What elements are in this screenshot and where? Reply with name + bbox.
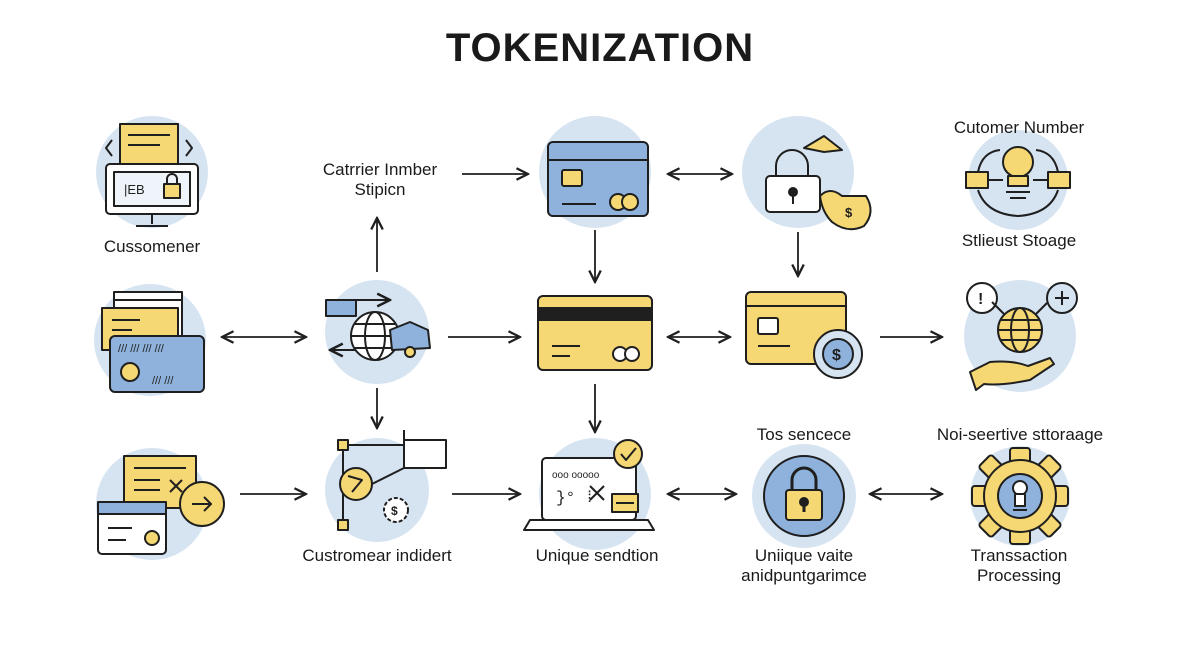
blue-credit-card-icon (539, 116, 651, 228)
label-transaction-line1: Transsaction (970, 546, 1068, 565)
label-unique-value-line2: anidpuntgarimce (741, 566, 867, 585)
label-transaction-processing: Transsaction Processing (934, 546, 1104, 586)
label-non-sensitive-storage: Noi-seertive sttoraage (936, 425, 1104, 444)
label-customer: Cussomener (103, 237, 201, 256)
label-customer-number: Cutomer Number (953, 118, 1085, 137)
svg-text:$: $ (391, 504, 398, 518)
lock-exchange-icon: $ (742, 116, 872, 231)
label-unique-value: Uniique vaite anidpuntgarimce (712, 546, 896, 586)
label-carrier-line2: Stipicn (354, 180, 406, 199)
svg-text:ooo ooooo: ooo ooooo (552, 470, 600, 481)
card-dollar-icon: $ (745, 291, 863, 379)
globe-car-icon (325, 280, 431, 384)
svg-text:/// ///: /// /// (152, 375, 174, 387)
invoice-arrow-icon (96, 448, 225, 560)
label-carrier-number: Catrrier Inmber Stipicn (300, 160, 460, 200)
label-secure-storage: Stlieust Stoage (961, 231, 1077, 250)
laptop-check-icon: ooo ooooo }° ⁞ (523, 438, 655, 550)
bulb-network-icon (965, 130, 1071, 230)
monitor-lock-icon: |EB (96, 116, 208, 228)
svg-text:$: $ (832, 347, 841, 364)
svg-text:|EB: |EB (124, 182, 145, 197)
label-carrier-line1: Catrrier Inmber (322, 160, 438, 179)
label-tos-sentence: Tos sencece (756, 425, 852, 444)
svg-text:}° ⁞: }° ⁞ (556, 489, 594, 507)
gear-bulb-icon (970, 446, 1070, 546)
padlock-icon (752, 444, 856, 548)
svg-text:$: $ (845, 205, 853, 220)
label-transaction-line2: Processing (976, 566, 1062, 585)
label-customer-incident: Custromear indidert (302, 546, 452, 565)
arrows (222, 174, 942, 494)
globe-hand-icon: ! (964, 280, 1078, 392)
label-unique-value-line1: Uniique vaite (754, 546, 854, 565)
network-gear-icon: $ (325, 430, 447, 542)
label-unique-session: Unique sendtion (535, 546, 659, 565)
page-title: TOKENIZATION (445, 26, 755, 70)
svg-text:/// /// /// ///: /// /// /// /// (118, 343, 165, 355)
yellow-credit-card-icon (537, 295, 653, 371)
svg-text:!: ! (978, 291, 983, 308)
credit-card-stack-icon: /// /// /// /// /// /// (94, 284, 206, 396)
